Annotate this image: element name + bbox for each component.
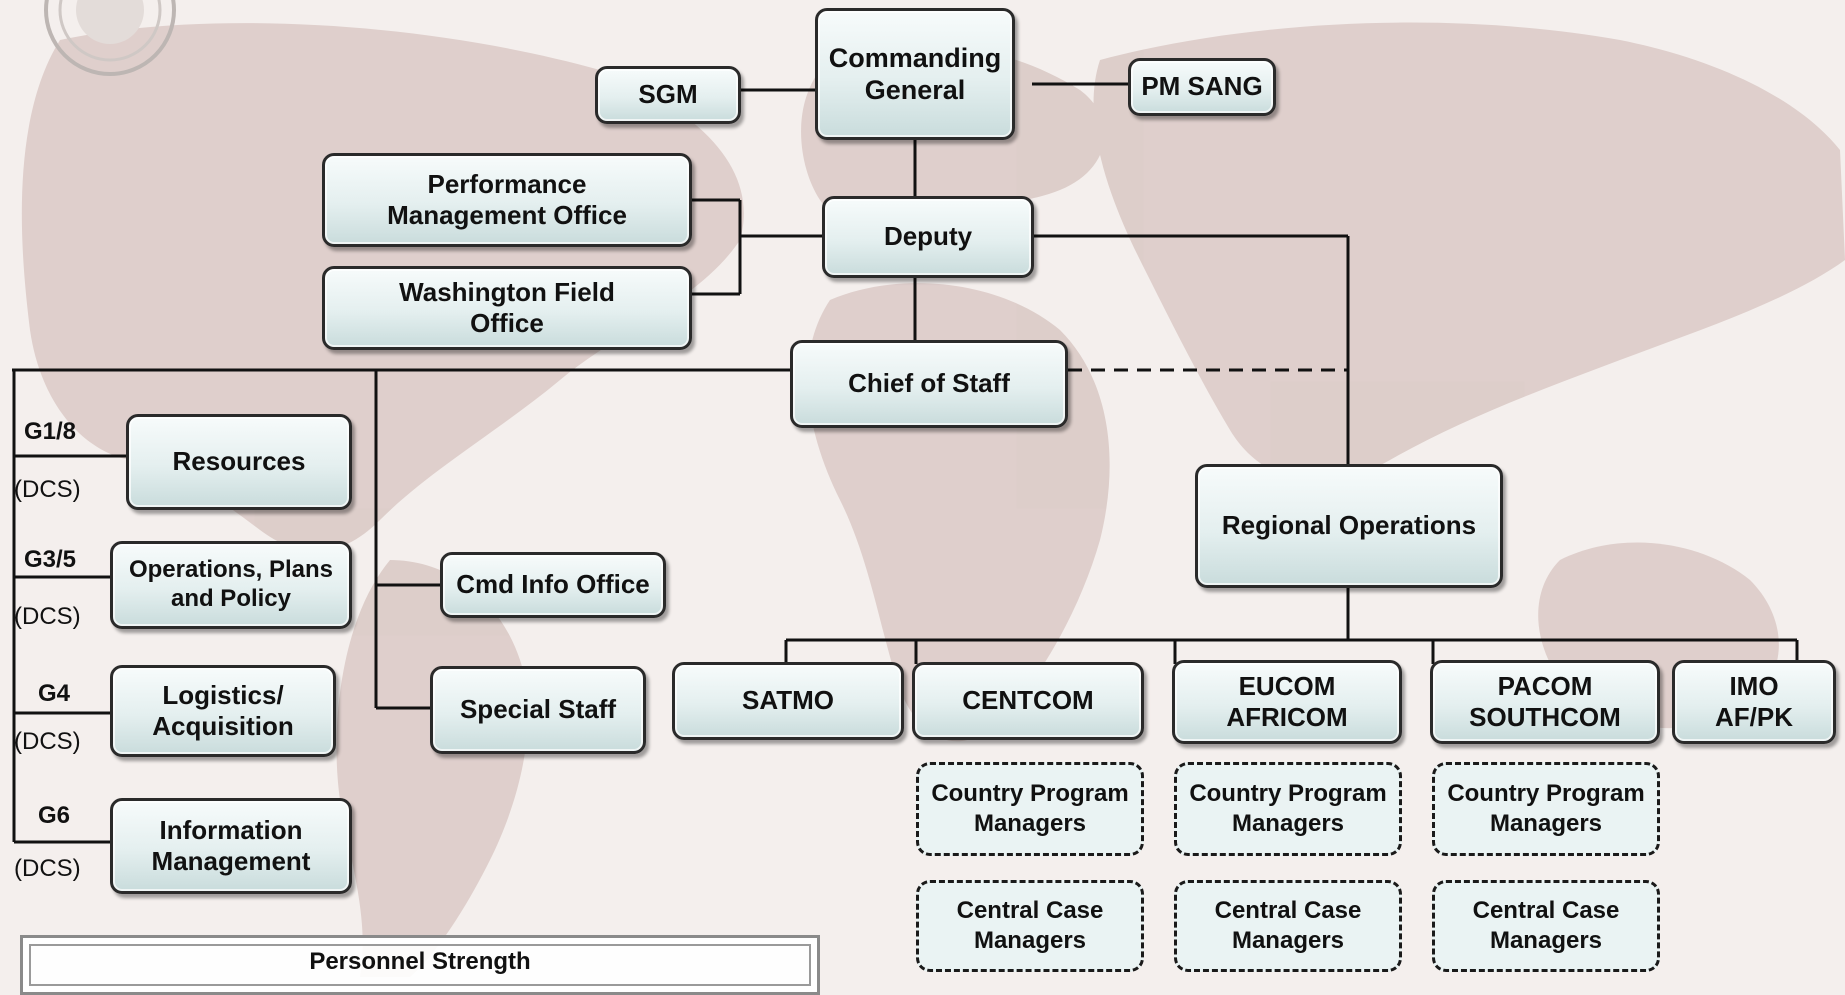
centcom-central-case-managers: Central Case Managers — [916, 880, 1144, 972]
staff-code-g6: G6 — [38, 802, 71, 829]
staff-dcs-g18: (DCS) — [14, 476, 81, 503]
logistics-acquisition-box: Logistics/ Acquisition — [110, 665, 336, 757]
pm-sang-box: PM SANG — [1128, 58, 1276, 116]
region-eucom-africom-box: EUCOM AFRICOM — [1172, 660, 1402, 744]
operations-plans-policy-box-visible: Operations, Plans and Policy — [110, 541, 352, 629]
sgm-box: SGM — [595, 66, 741, 124]
staff-dcs-g4: (DCS) — [14, 728, 81, 755]
staff-code-g35: G3/5 — [24, 546, 77, 573]
washington-field-office-box: Washington Field Office — [322, 266, 692, 350]
seal-emblem — [44, 0, 176, 76]
eucom-country-program-managers: Country Program Managers — [1174, 762, 1402, 856]
region-centcom-box: CENTCOM — [912, 662, 1144, 740]
staff-code-g4: G4 — [38, 680, 71, 707]
personnel-strength-title: Personnel Strength — [309, 948, 531, 975]
chief-of-staff-box: Chief of Staff — [790, 340, 1068, 428]
eucom-central-case-managers: Central Case Managers — [1174, 880, 1402, 972]
resources-box: Resources — [126, 414, 352, 510]
staff-dcs-g6: (DCS) — [14, 855, 81, 882]
centcom-country-program-managers: Country Program Managers — [916, 762, 1144, 856]
commanding-general-box: Commanding General — [815, 8, 1015, 140]
staff-dcs-g35: (DCS) — [14, 603, 81, 630]
pacom-country-program-managers: Country Program Managers — [1432, 762, 1660, 856]
regional-operations-box: Regional Operations — [1195, 464, 1503, 588]
performance-management-office-box: Performance Management Office — [322, 153, 692, 247]
region-satmo-box: SATMO — [672, 662, 904, 740]
cmd-info-office-box: Cmd Info Office — [440, 552, 666, 618]
region-imo-afpk-box: IMO AF/PK — [1672, 660, 1836, 744]
special-staff-box: Special Staff — [430, 666, 646, 754]
pacom-central-case-managers: Central Case Managers — [1432, 880, 1660, 972]
personnel-strength-panel: Personnel Strength — [20, 935, 820, 995]
information-management-box: Information Management — [110, 798, 352, 894]
deputy-box: Deputy — [822, 196, 1034, 278]
staff-code-g18: G1/8 — [24, 418, 77, 445]
region-pacom-southcom-box: PACOM SOUTHCOM — [1430, 660, 1660, 744]
